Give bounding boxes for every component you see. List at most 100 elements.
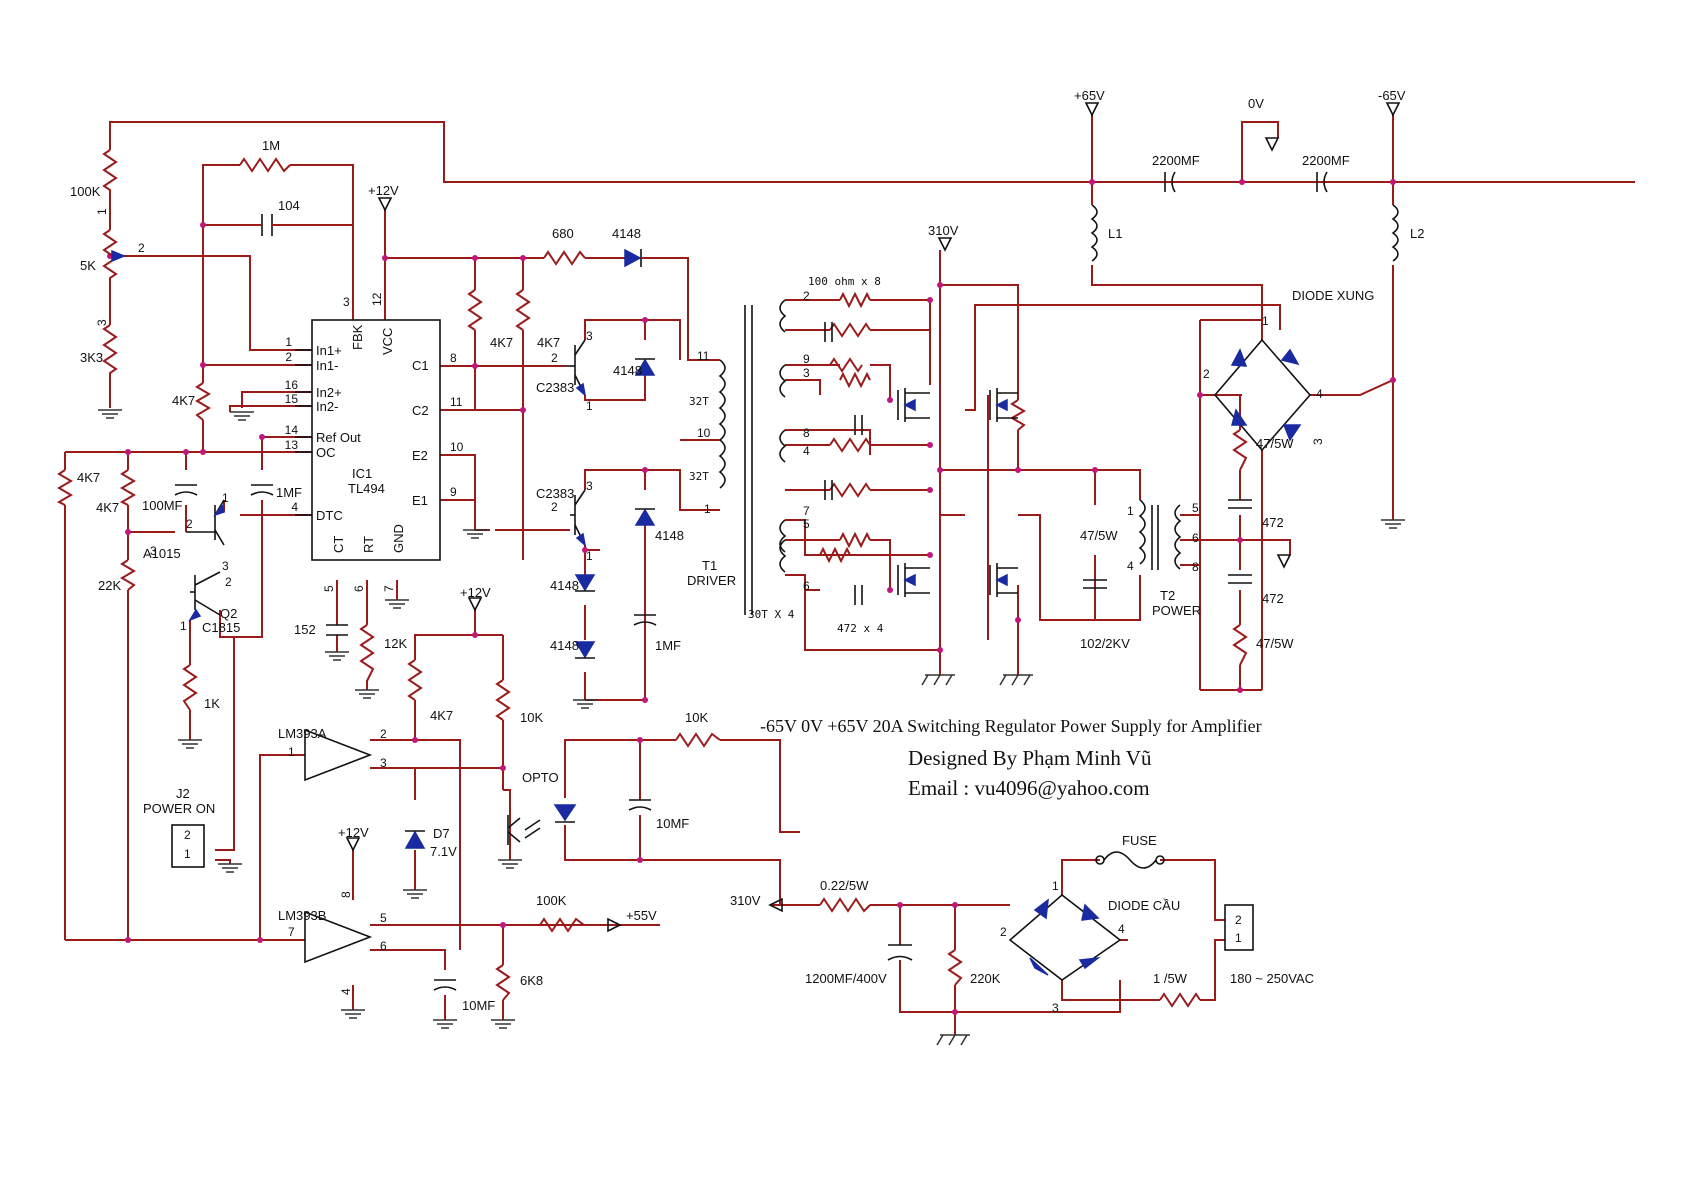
ic1-pin-label-e1: E1 <box>412 493 428 508</box>
inductor-l1 <box>1090 204 1098 262</box>
label-102: 102/2KV <box>1080 636 1130 651</box>
label-d7-v: 7.1V <box>430 844 457 859</box>
label-47-a: 47/5W <box>1080 528 1118 543</box>
rail-12v-c: +12V <box>338 825 369 840</box>
label-4k7-f: 4K7 <box>430 708 453 723</box>
resistor-100ohm-6 <box>829 482 871 498</box>
label-j2-pin2: 2 <box>184 828 191 842</box>
pin-dx-4: 4 <box>1316 387 1323 401</box>
label-10k-a: 10K <box>520 710 543 725</box>
pin-qa-e: 1 <box>586 399 593 413</box>
resistor-12k <box>359 624 375 682</box>
ic1-pin-label-gnd: GND <box>391 524 406 553</box>
label-32t-b: 32T <box>689 470 709 483</box>
ic1-pinnum-14: 14 <box>285 423 299 437</box>
ic1-pinnum-12: 12 <box>370 292 384 306</box>
ic1-pin-label-e2: E2 <box>412 448 428 463</box>
resistor-100k-b <box>539 917 590 933</box>
capacitor-472-b <box>1228 574 1252 584</box>
capacitor-1200mf <box>887 944 913 961</box>
ic1-part: TL494 <box>348 481 385 496</box>
rail-pos65: +65V <box>1074 88 1105 103</box>
resistor-10k-a <box>495 679 511 721</box>
rail-55v: +55V <box>626 908 657 923</box>
fuse-symbol <box>1095 851 1165 869</box>
diode-4148-a <box>634 358 656 376</box>
label-vac: 180 ~ 250VAC <box>1230 971 1314 986</box>
connector-ac <box>1224 904 1254 951</box>
resistor-680 <box>543 250 586 266</box>
label-680: 680 <box>552 226 574 241</box>
pin-a1015-2: 2 <box>186 517 193 531</box>
ic1-pin-label-in1n: In1- <box>316 358 338 373</box>
label-a1015: A1015 <box>143 546 181 561</box>
rail-310v-in: 310V <box>730 893 761 908</box>
resistor-100ohm-8 <box>819 546 851 564</box>
transformer-t1 <box>718 299 787 615</box>
pin-t2-8: 8 <box>1192 560 1199 574</box>
label-10k-b: 10K <box>685 710 708 725</box>
label-t1-driver: DRIVER <box>687 573 736 588</box>
ic1-pinnum-11: 11 <box>450 395 463 409</box>
connectors <box>171 815 1254 951</box>
label-4148-top: 4148 <box>612 226 641 241</box>
pin-dx-3: 3 <box>1311 438 1325 445</box>
capacitor-472-2 <box>854 415 863 435</box>
label-100ohm-x8: 100 ohm x 8 <box>808 275 881 288</box>
label-c2383-a: C2383 <box>536 380 574 395</box>
label-d7: D7 <box>433 826 450 841</box>
label-2200mf-b: 2200MF <box>1302 153 1350 168</box>
label-22k: 22K <box>98 578 121 593</box>
diode-cau-bridge <box>1008 893 1122 981</box>
pin-t1s-9: 9 <box>803 352 810 366</box>
ic1-pinnum-2: 2 <box>285 350 292 364</box>
pin-numbers: 3 2 1 3 2 1 1 2 3 1 2 3 11 10 1 2 9 3 8 … <box>150 289 1325 1015</box>
label-j2-pin1: 1 <box>184 847 191 861</box>
capacitor-102 <box>1083 579 1107 589</box>
label-1k: 1K <box>204 696 220 711</box>
resistor-100ohm-5 <box>829 437 871 453</box>
resistor-22k <box>120 559 136 591</box>
pin-t2-5: 5 <box>1192 501 1199 515</box>
label-472-a: 472 <box>1262 515 1284 530</box>
pin-qa-b: 2 <box>551 351 558 365</box>
pin-la-1: 1 <box>288 745 295 759</box>
label-l2: L2 <box>1410 226 1424 241</box>
junction-dots <box>107 179 1396 1015</box>
label-30t-x4: 30T X 4 <box>748 608 795 621</box>
transformers <box>718 204 1399 615</box>
label-t2: T2 <box>1160 588 1175 603</box>
title-block: -65V 0V +65V 20A Switching Regulator Pow… <box>760 716 1262 800</box>
label-152: 152 <box>294 622 316 637</box>
transistor-c2383-a <box>565 339 587 397</box>
rail-symbols <box>345 102 1401 933</box>
pin-qb-b: 2 <box>551 500 558 514</box>
label-ac-pin1: 1 <box>1235 931 1242 945</box>
ic1-pinnum-13: 13 <box>285 438 299 452</box>
pin-t1s-8: 8 <box>803 426 810 440</box>
title-line-2: Designed By Phạm Minh Vũ <box>908 746 1152 770</box>
pin-lb-7: 7 <box>288 925 295 939</box>
pin-lb-5: 5 <box>380 911 387 925</box>
resistor-1m <box>239 157 291 173</box>
label-fuse: FUSE <box>1122 833 1157 848</box>
resistor-4k7-a <box>195 382 211 421</box>
pin-qb-c: 3 <box>586 479 593 493</box>
resistor-4k7-b <box>119 469 136 506</box>
ic1-pinnum-15: 15 <box>285 392 299 406</box>
ic1-tl494: In1+ In1- In2+ In2- Ref Out OC DTC 1 2 1… <box>285 292 464 592</box>
capacitor-10mf-a <box>628 799 652 811</box>
label-220k: 220K <box>970 971 1001 986</box>
resistor-47-c <box>1232 624 1248 666</box>
label-diode-xung: DIODE XUNG <box>1292 288 1374 303</box>
pin-a1015-3: 3 <box>150 544 157 558</box>
pin-t1s-5: 5 <box>803 517 810 531</box>
mosfet-4 <box>989 563 1018 597</box>
label-lm393a: LM393A <box>278 726 327 741</box>
label-diode-cau: DIODE CẦU <box>1108 898 1180 913</box>
opamps <box>304 728 373 964</box>
ic1-pinnum-9: 9 <box>450 485 457 499</box>
ic1-pin-label-fbk: FBK <box>350 324 365 350</box>
ic1-pin-label-in2p: In2+ <box>316 385 342 400</box>
label-lm393b: LM393B <box>278 908 326 923</box>
